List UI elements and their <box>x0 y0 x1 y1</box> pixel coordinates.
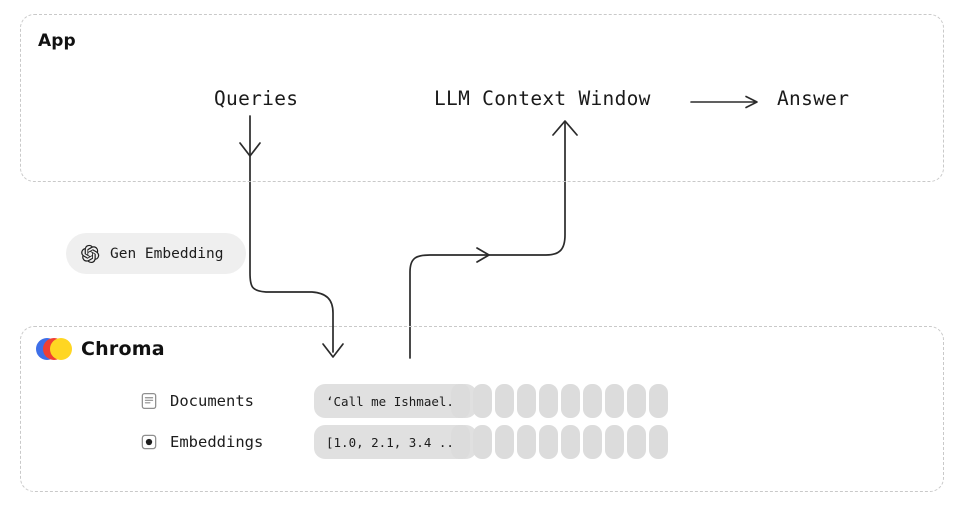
placeholder-pill <box>451 425 470 459</box>
answer-label: Answer <box>777 87 850 110</box>
placeholder-pill <box>561 384 580 418</box>
documents-label: Documents <box>170 392 254 410</box>
gen-embedding-label: Gen Embedding <box>110 245 224 262</box>
placeholder-pill <box>583 384 602 418</box>
placeholder-pill <box>451 384 470 418</box>
placeholder-pill <box>627 384 646 418</box>
chroma-logo-blob-yellow <box>50 338 72 360</box>
embeddings-label: Embeddings <box>170 433 264 451</box>
app-panel <box>20 14 944 182</box>
placeholder-pill <box>649 384 668 418</box>
openai-icon <box>81 244 100 263</box>
chroma-panel <box>20 326 944 492</box>
answer-arrow-icon <box>690 95 758 109</box>
placeholder-pill <box>539 384 558 418</box>
placeholder-pill <box>627 425 646 459</box>
table-row: Documents ‘Call me Ishmael... <box>140 384 477 418</box>
documents-value: ‘Call me Ishmael... <box>314 384 477 418</box>
chroma-logo-icon <box>36 338 72 360</box>
embeddings-value: [1.0, 2.1, 3.4 ...] <box>314 425 477 459</box>
placeholder-pill <box>649 425 668 459</box>
gen-embedding-chip[interactable]: Gen Embedding <box>66 233 246 274</box>
placeholder-pill <box>561 425 580 459</box>
placeholder-pill <box>517 384 536 418</box>
placeholder-pill <box>605 425 624 459</box>
placeholder-pill <box>473 425 492 459</box>
placeholder-pill <box>495 425 514 459</box>
app-panel-title: App <box>38 31 76 51</box>
chroma-brand-name: Chroma <box>81 338 165 360</box>
table-row: Embeddings [1.0, 2.1, 3.4 ...] <box>140 425 477 459</box>
queries-label: Queries <box>214 87 299 110</box>
llm-context-window-label: LLM Context Window <box>434 87 651 110</box>
placeholder-pill <box>473 384 492 418</box>
documents-placeholder-columns <box>451 384 668 418</box>
dot-square-icon <box>141 434 157 450</box>
placeholder-pill <box>517 425 536 459</box>
placeholder-pill <box>583 425 602 459</box>
placeholder-pill <box>539 425 558 459</box>
placeholder-pill <box>495 384 514 418</box>
chroma-brand: Chroma <box>36 338 165 360</box>
embeddings-placeholder-columns <box>451 425 668 459</box>
document-icon <box>141 392 157 410</box>
placeholder-pill <box>605 384 624 418</box>
